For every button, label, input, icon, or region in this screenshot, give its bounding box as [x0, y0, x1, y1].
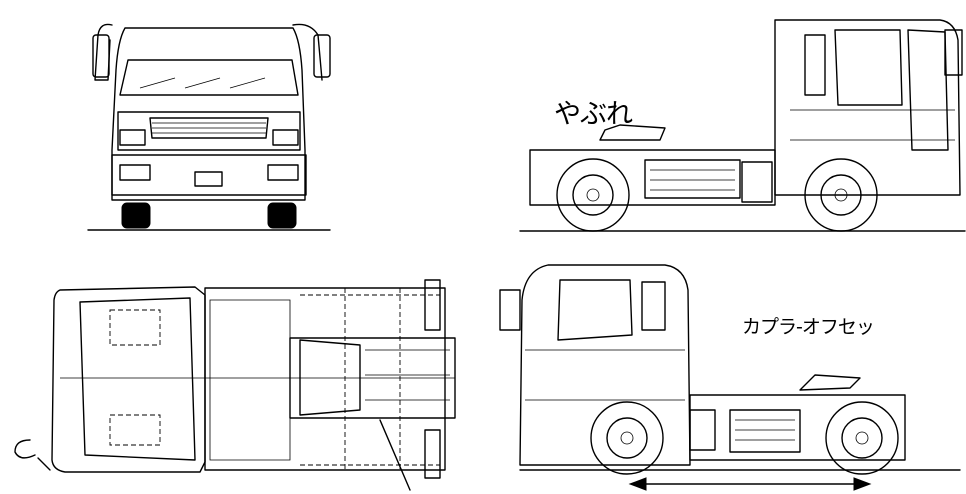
fifth-wheel-coupler: [799, 374, 861, 391]
arrow-right-icon: [853, 477, 872, 491]
front-left-tire: [121, 202, 151, 229]
cab-window: [557, 279, 633, 341]
truck-front-view: [87, 23, 331, 231]
coupler-offset-label: カプラ-オフセッ: [742, 316, 875, 338]
cab-body: [519, 264, 691, 466]
frame-rail: [689, 394, 906, 461]
chassis-frame: [204, 287, 446, 471]
tear-annotation-label: やぶれ: [554, 99, 633, 130]
windshield: [119, 59, 299, 96]
truck-side-view-right: [519, 19, 966, 232]
fifth-wheel-coupler: [599, 124, 666, 141]
right-mirror: [313, 34, 331, 78]
mirror: [499, 289, 521, 331]
front-right-tire: [267, 202, 297, 229]
front-grille: [149, 117, 269, 139]
front-wheel: [590, 401, 664, 475]
arrow-left-icon: [628, 477, 647, 491]
truck-side-view-left: [499, 264, 961, 491]
rear-wheel: [825, 401, 899, 475]
license-plate: [194, 171, 223, 187]
cab-body: [774, 19, 961, 196]
rear-wheel: [556, 158, 630, 232]
left-mirror: [92, 34, 110, 78]
top-mirror: [14, 439, 36, 459]
fuel-tank: [644, 159, 741, 199]
fuel-tank: [729, 409, 801, 453]
truck-top-view: [14, 279, 456, 491]
cab-roof-outline: [51, 286, 206, 473]
frame-rail: [529, 149, 776, 206]
left-mirror-arm: [94, 23, 113, 81]
mirror: [944, 29, 963, 76]
cab-window: [834, 29, 903, 106]
